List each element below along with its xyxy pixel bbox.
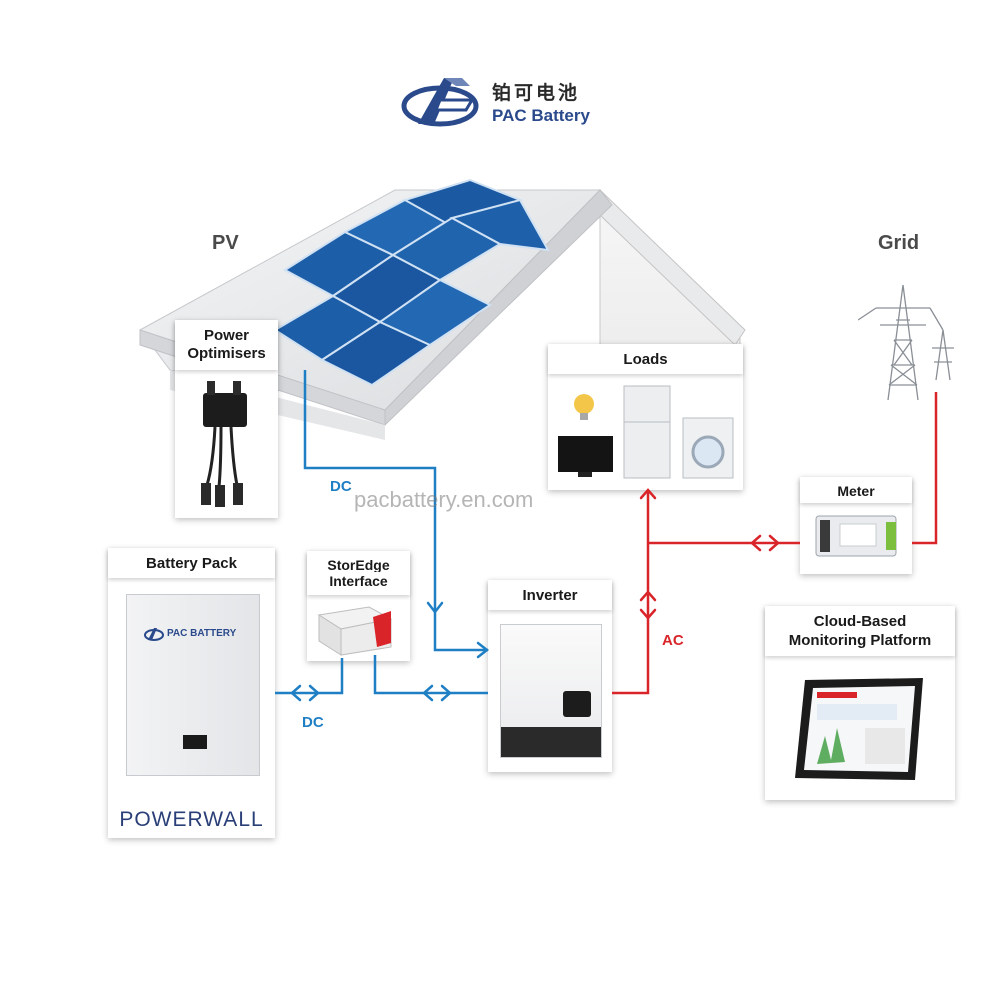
watermark: pacbattery.en.com	[354, 487, 534, 512]
meter-device-icon	[815, 515, 897, 557]
power-optimisers-title-2: Optimisers	[175, 345, 278, 363]
power-pylon-icon	[858, 284, 954, 401]
logo-en: PAC Battery	[492, 106, 590, 125]
battery-pack-card: Battery Pack PAC BATTERY POWERWALL	[108, 548, 275, 838]
loads-card: Loads	[548, 344, 743, 490]
dc-label-bottom: DC	[302, 714, 324, 731]
inverter-buttons	[563, 691, 591, 717]
inverter-card: Inverter	[488, 580, 612, 772]
appliances-icon	[558, 385, 734, 479]
loads-title: Loads	[548, 351, 743, 369]
cloud-monitoring-card: Cloud-Based Monitoring Platform	[765, 606, 955, 800]
optimiser-device-icon	[201, 381, 247, 507]
storedge-device-icon	[317, 606, 393, 656]
grid-label: Grid	[878, 232, 920, 254]
inverter-title: Inverter	[488, 587, 612, 605]
battery-unit: PAC BATTERY	[126, 594, 260, 776]
inverter-base	[501, 727, 601, 757]
battery-brand: PAC BATTERY	[167, 628, 237, 639]
logo: 铂可电池 PAC Battery	[400, 72, 600, 134]
fridge-icon	[623, 385, 671, 479]
ac-label: AC	[662, 632, 684, 649]
solar-panels	[273, 178, 550, 387]
storedge-title-1: StorEdge	[307, 556, 410, 574]
tv-icon	[558, 436, 613, 472]
battery-model: POWERWALL	[119, 808, 264, 831]
battery-display	[183, 735, 207, 749]
cloud-title-2: Monitoring Platform	[765, 632, 955, 650]
tablet-dashboard-icon	[795, 678, 923, 780]
logo-cn: 铂可电池	[492, 83, 581, 104]
power-optimisers-card: Power Optimisers	[175, 320, 278, 518]
pv-label: PV	[212, 232, 239, 254]
pac-logo-icon	[401, 78, 479, 127]
meter-card: Meter	[800, 477, 912, 574]
storedge-title-2: Interface	[307, 572, 410, 590]
battery-brand-logo-icon	[144, 628, 164, 641]
inverter-unit	[500, 624, 602, 758]
storedge-card: StorEdge Interface	[307, 551, 410, 661]
cloud-title-1: Cloud-Based	[765, 613, 955, 631]
dc-label-top: DC	[330, 478, 352, 495]
power-optimisers-title-1: Power	[175, 327, 278, 345]
meter-title: Meter	[800, 482, 912, 500]
light-bulb-icon	[574, 394, 594, 414]
battery-pack-title: Battery Pack	[108, 555, 275, 573]
